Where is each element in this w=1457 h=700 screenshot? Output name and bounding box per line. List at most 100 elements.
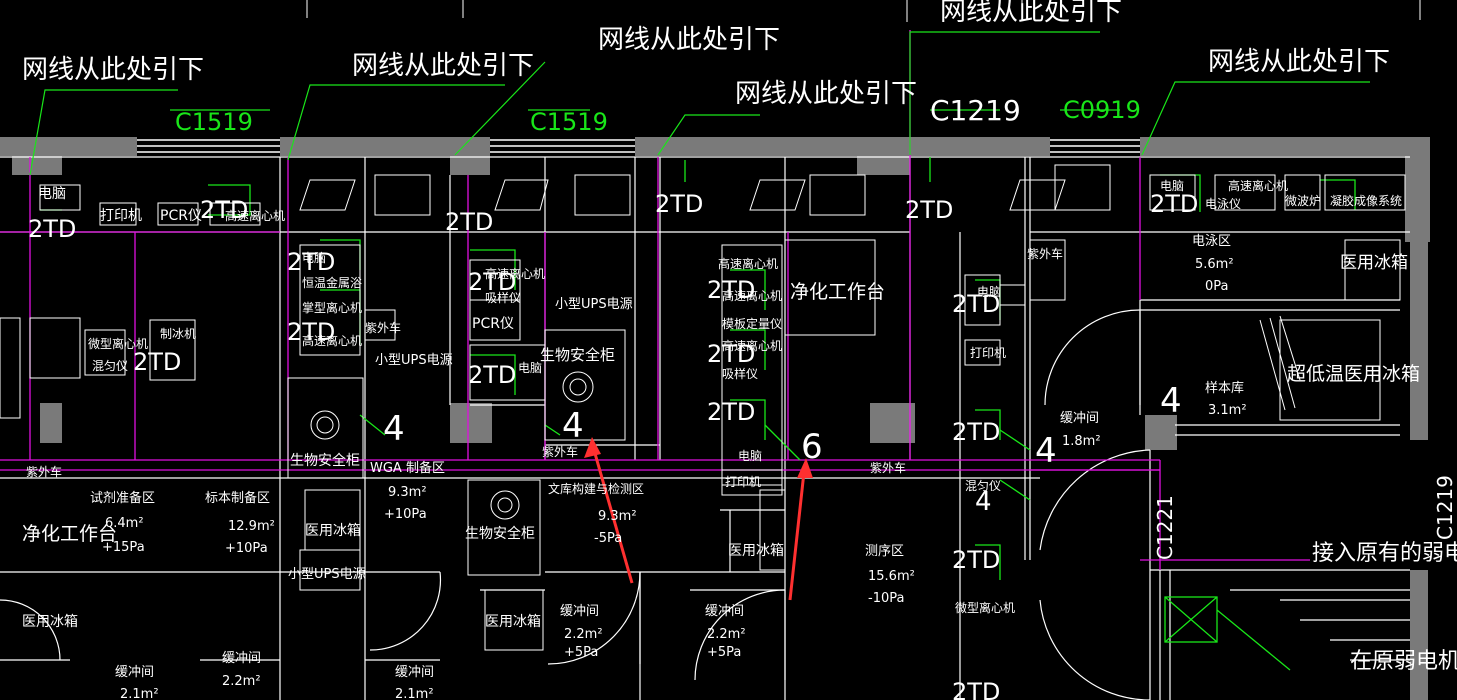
room-name: 缓冲间 xyxy=(560,604,599,619)
room-area: 15.6m² xyxy=(868,569,915,584)
exterior-wall xyxy=(0,137,1430,700)
equip-label: 电脑 xyxy=(1160,179,1184,193)
equip-label: 高速离心机 xyxy=(722,338,782,353)
equip-label: 电脑 xyxy=(977,285,1001,299)
leader-label-5: 网线从此处引下 xyxy=(940,0,1122,27)
leader-lines xyxy=(29,31,1370,176)
room-name: 缓冲间 xyxy=(222,651,261,666)
equip-label: 紫外车 xyxy=(26,464,62,479)
equip-label: 高速离心机 xyxy=(302,333,362,348)
equip-label: 电脑 xyxy=(738,449,762,463)
room-pressure: +5Pa xyxy=(564,645,598,660)
equip-label: 打印机 xyxy=(725,475,761,489)
equip-label: 打印机 xyxy=(100,207,142,224)
equip-label: 净化工作台 xyxy=(790,281,885,303)
background-linework xyxy=(306,0,1421,22)
room-name: 缓冲间 xyxy=(395,665,434,680)
door-swings xyxy=(0,309,1151,700)
outlet-count: 4 xyxy=(562,406,584,446)
window-label-2: C1519 xyxy=(530,108,608,136)
room-name: 缓冲间 xyxy=(115,665,154,680)
outlet-label: 2TD xyxy=(952,290,1000,318)
equip-label: 电脑 xyxy=(38,186,66,202)
outlet-label: 2TD xyxy=(445,208,493,236)
outlet-label: 2TD xyxy=(707,340,755,368)
room-area: 2.1m² xyxy=(395,687,434,700)
equip-label: 生物安全柜 xyxy=(465,525,535,542)
outlet-count: 6 xyxy=(801,427,823,467)
equip-label: 高速离心机 xyxy=(225,208,285,223)
equipment-outlines xyxy=(0,174,1406,651)
equip-label: 制冰机 xyxy=(160,327,196,341)
equip-label: 高速离心机 xyxy=(485,266,545,281)
outlet-label: 2TD xyxy=(905,196,953,224)
room-area: 5.6m² xyxy=(1195,257,1234,272)
leader-label-6: 网线从此处引下 xyxy=(1208,47,1390,77)
room-area: 9.3m² xyxy=(388,485,427,500)
window-glazing xyxy=(137,139,1140,153)
equip-label: 医用冰箱 xyxy=(22,614,78,630)
equip-label: 微波炉 xyxy=(1285,194,1321,208)
equip-label: 凝胶成像系统 xyxy=(1330,193,1402,208)
equip-label: 电脑 xyxy=(518,361,542,375)
arrow-heads xyxy=(584,437,813,478)
outlet-count: 4 xyxy=(1035,431,1057,471)
equip-label: 小型UPS电源 xyxy=(555,297,633,312)
equip-label: 医用冰箱 xyxy=(485,614,541,630)
outlet-label: 2TD xyxy=(1150,190,1198,218)
outlet-label: 2TD xyxy=(952,678,1000,700)
outlet-label: 2TD xyxy=(287,318,335,346)
room-pressure: 0Pa xyxy=(1205,279,1229,294)
room-name: 电泳区 xyxy=(1192,234,1231,249)
equip-label: 电泳仪 xyxy=(1205,197,1241,211)
room-area: 12.9m² xyxy=(228,519,275,534)
outlet-label: 2TD xyxy=(28,215,76,243)
outlet-label: 2TD xyxy=(655,190,703,218)
room-pressure: +10Pa xyxy=(225,541,268,556)
equip-label: 紫外车 xyxy=(542,444,578,459)
equip-label: 掌型离心机 xyxy=(302,300,362,315)
equip-label: 医用冰箱 xyxy=(1340,253,1408,273)
outlet-label: 2TD xyxy=(133,348,181,376)
equip-label: 混匀仪 xyxy=(965,479,1001,493)
outlet-markers xyxy=(40,157,1356,671)
room-area: 2.2m² xyxy=(222,674,261,689)
equip-label: 小型UPS电源 xyxy=(375,353,453,368)
window-label-3: C1219 xyxy=(930,94,1021,127)
outlet-count: 4 xyxy=(1160,381,1182,421)
note-cabinet: 在原弱电机柜 xyxy=(1350,649,1457,674)
equip-label: PCR仪 xyxy=(472,316,514,332)
room-name: 样本库 xyxy=(1205,380,1244,396)
outlet-label: 2TD xyxy=(287,248,335,276)
equip-label: 打印机 xyxy=(970,346,1006,360)
equip-label: 微型离心机 xyxy=(955,600,1015,615)
outlet-label: 2TD xyxy=(952,546,1000,574)
equip-label: 紫外车 xyxy=(365,320,401,335)
room-name: 缓冲间 xyxy=(705,604,744,619)
equip-label: 吸样仪 xyxy=(485,290,521,305)
room-pressure: +5Pa xyxy=(707,645,741,660)
outlet-label: 2TD xyxy=(707,398,755,426)
room-name: 测序区 xyxy=(865,544,904,559)
room-pressure: -5Pa xyxy=(594,531,622,546)
equip-label: 高速离心机 xyxy=(718,256,778,271)
equip-label: 混匀仪 xyxy=(92,359,128,373)
room-area: 2.2m² xyxy=(707,627,746,642)
leader-label-1: 网线从此处引下 xyxy=(22,55,204,85)
room-area: 9.3m² xyxy=(598,509,637,524)
room-area: 3.1m² xyxy=(1208,403,1247,418)
equip-label: 紫外车 xyxy=(870,460,906,475)
room-area: 1.8m² xyxy=(1062,434,1101,449)
window-label-5: C1221 xyxy=(1153,495,1177,560)
equip-label: 小型UPS电源 xyxy=(288,567,366,582)
equip-label: 恒温金属浴 xyxy=(302,275,362,290)
room-area: 2.1m² xyxy=(120,687,159,700)
red-arrows xyxy=(592,449,806,601)
outlet-label: 2TD xyxy=(468,268,516,296)
equip-label: 净化工作台 xyxy=(22,523,117,545)
outlet-count: 4 xyxy=(975,487,992,517)
equip-label: PCR仪 xyxy=(160,208,202,224)
window-label-6: C1219 xyxy=(1433,475,1457,540)
outlet-label: 2TD xyxy=(468,361,516,389)
